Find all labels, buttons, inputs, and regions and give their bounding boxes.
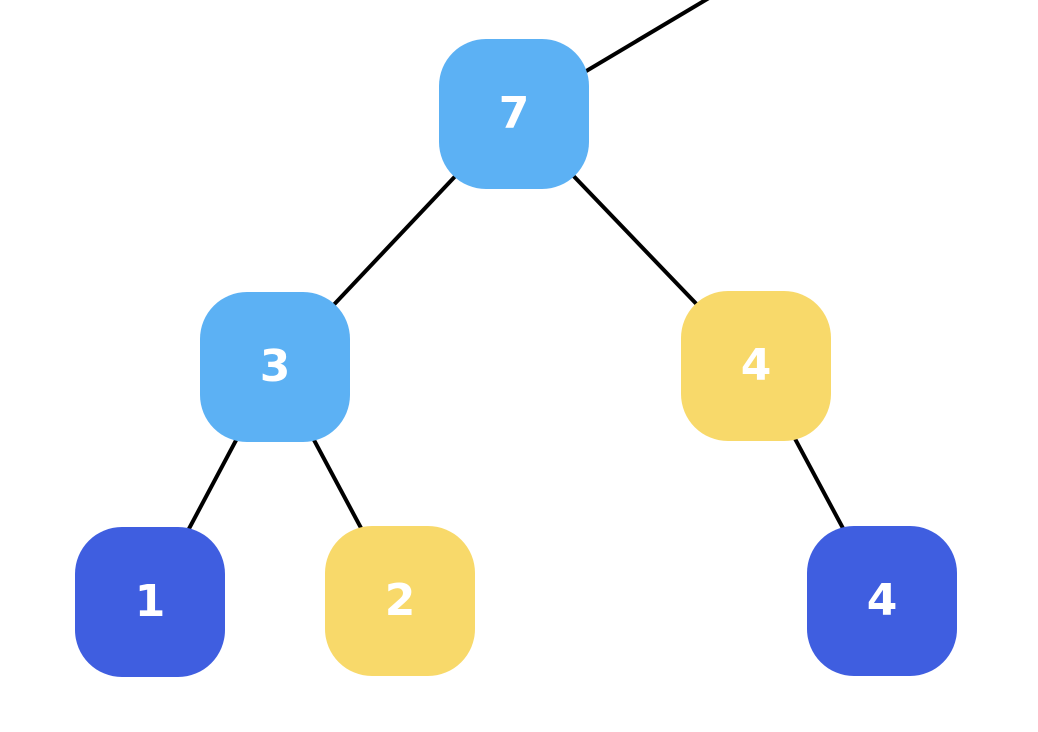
tree-node-leaf-2: 2 xyxy=(325,526,475,676)
tree-node-leaf-4: 4 xyxy=(807,526,957,676)
tree-node-label: 1 xyxy=(134,576,166,627)
tree-node-leaf-1: 1 xyxy=(75,527,225,677)
tree-node-label: 2 xyxy=(384,575,416,626)
tree-node-mid-left-3: 3 xyxy=(200,292,350,442)
tree-node-mid-right-4: 4 xyxy=(681,291,831,441)
tree-node-label: 4 xyxy=(740,340,772,391)
tree-node-root-7: 7 xyxy=(439,39,589,189)
tree-node-label: 4 xyxy=(866,575,898,626)
tree-node-label: 3 xyxy=(259,341,291,392)
tree-node-label: 7 xyxy=(498,88,530,139)
